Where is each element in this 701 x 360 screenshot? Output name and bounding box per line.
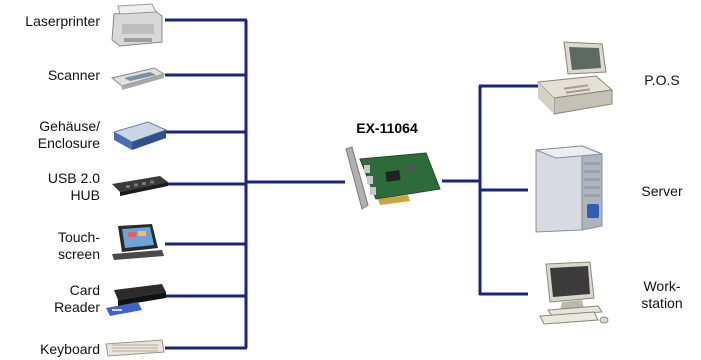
label-workstation-line2: station <box>641 295 683 311</box>
label-enclosure-line1: Gehäuse/ <box>39 118 100 134</box>
label-scanner: Scanner <box>47 67 100 83</box>
label-enclosure: Gehäuse/ Enclosure <box>4 118 100 152</box>
card-reader-icon <box>106 284 166 316</box>
enclosure-icon <box>112 121 168 150</box>
label-pos: P.O.S <box>644 72 680 88</box>
laser-printer-icon <box>111 3 163 47</box>
label-enclosure-line2: Enclosure <box>37 135 100 151</box>
label-usb-hub-line1: USB 2.0 <box>47 170 100 186</box>
touchscreen-icon <box>112 224 164 260</box>
server-tower-icon <box>535 145 603 233</box>
label-card-reader-line2: Reader <box>54 299 100 315</box>
scanner-icon <box>110 67 166 90</box>
label-server: Server <box>641 183 683 199</box>
label-touchscreen: Touch- screen <box>4 229 100 263</box>
label-touchscreen-line2: screen <box>57 246 100 262</box>
workstation-icon <box>539 261 609 325</box>
label-usb-hub-line2: HUB <box>70 187 100 203</box>
pos-terminal-icon <box>536 41 614 115</box>
label-keyboard: Keyboard <box>40 341 100 357</box>
label-card-reader: Card Reader <box>4 282 100 316</box>
label-workstation: Work- station <box>622 278 701 312</box>
keyboard-icon <box>105 339 165 357</box>
label-touchscreen-line1: Touch- <box>57 229 100 245</box>
label-workstation-line1: Work- <box>643 278 681 294</box>
label-usb-hub: USB 2.0 HUB <box>4 170 100 204</box>
label-card-reader-line1: Card <box>69 282 100 298</box>
pcie-card-icon <box>345 146 441 210</box>
card-title: EX-11064 <box>356 120 418 136</box>
label-laserprinter: Laserprinter <box>25 13 100 29</box>
usb-hub-icon <box>112 176 168 196</box>
